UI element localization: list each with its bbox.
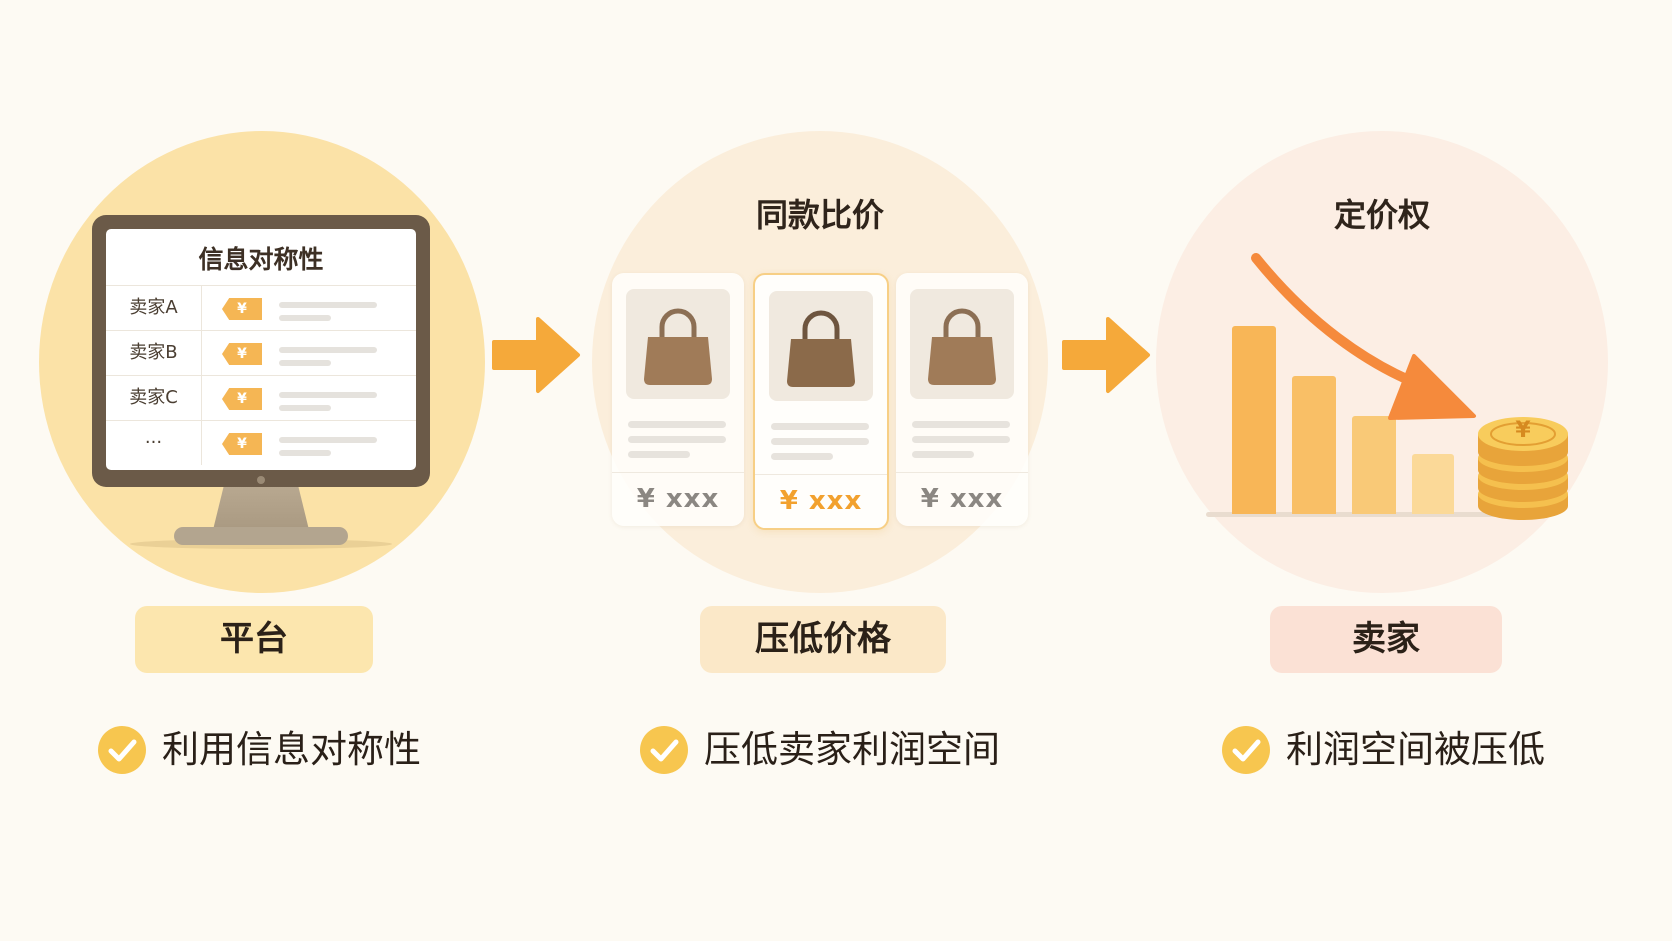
price-tag-icon: ¥ xyxy=(222,298,262,320)
placeholder-line xyxy=(279,437,377,443)
label-seller: 卖家 xyxy=(1270,606,1502,673)
product-image xyxy=(626,289,730,399)
coin-stack-icon xyxy=(1478,417,1568,520)
placeholder-line xyxy=(628,421,726,428)
product-price: ¥ xxx xyxy=(779,486,863,516)
trend-down-arrow-icon xyxy=(1251,253,1476,420)
seller-row: 卖家A ¥ xyxy=(106,285,416,330)
bar-2 xyxy=(1292,376,1336,514)
product-price: ¥ xxx xyxy=(920,484,1004,514)
chart-baseline xyxy=(1206,512,1546,517)
price-tag-icon: ¥ xyxy=(222,388,262,410)
product-card: ¥ xxx xyxy=(896,273,1028,526)
placeholder-line xyxy=(771,453,833,460)
monitor-power-dot xyxy=(257,476,265,484)
placeholder-line xyxy=(771,423,869,430)
compare-title: 同款比价 xyxy=(755,196,884,234)
placeholder-line xyxy=(771,438,869,445)
card-divider xyxy=(896,472,1028,473)
check-text: 压低卖家利润空间 xyxy=(704,728,1000,771)
placeholder-line xyxy=(279,405,331,411)
shopping-bag-icon xyxy=(644,308,712,385)
placeholder-line xyxy=(279,347,377,353)
seller-row: ··· ¥ xyxy=(106,420,416,465)
placeholder-line xyxy=(628,451,690,458)
placeholder-line xyxy=(279,360,331,366)
bar-1 xyxy=(1232,326,1276,514)
check-text: 利润空间被压低 xyxy=(1286,728,1545,771)
placeholder-line xyxy=(912,421,1010,428)
bar-3 xyxy=(1352,416,1396,514)
monitor-stand xyxy=(212,486,310,534)
seller-name: ··· xyxy=(106,421,202,465)
placeholder-line xyxy=(279,392,377,398)
placeholder-line xyxy=(279,315,331,321)
pricing-title: 定价权 xyxy=(1333,196,1430,234)
monitor-screen: 信息对称性 卖家A ¥ 卖家B ¥ 卖家C ¥ ··· ¥ xyxy=(106,229,416,470)
seller-name: 卖家C xyxy=(106,376,202,420)
card-divider xyxy=(612,472,744,473)
product-card-selected: ¥ xxx xyxy=(753,273,889,530)
placeholder-line xyxy=(912,436,1010,443)
check-text: 利用信息对称性 xyxy=(162,728,421,771)
label-lower-price: 压低价格 xyxy=(700,606,946,673)
placeholder-line xyxy=(912,451,974,458)
seller-name: 卖家B xyxy=(106,331,202,375)
product-price: ¥ xxx xyxy=(636,484,720,514)
product-image xyxy=(910,289,1014,399)
product-image xyxy=(769,291,873,401)
price-tag-icon: ¥ xyxy=(222,343,262,365)
label-platform: 平台 xyxy=(135,606,373,673)
card-divider xyxy=(755,474,887,475)
placeholder-line xyxy=(279,302,377,308)
seller-row: 卖家C ¥ xyxy=(106,375,416,420)
seller-row: 卖家B ¥ xyxy=(106,330,416,375)
placeholder-line xyxy=(279,450,331,456)
arrow-right-icon xyxy=(492,317,580,393)
check-circle-icon xyxy=(98,726,146,774)
monitor-base xyxy=(174,527,348,545)
check-circle-icon xyxy=(640,726,688,774)
arrow-right-icon xyxy=(1062,317,1150,393)
check-circle-icon xyxy=(1222,726,1270,774)
placeholder-line xyxy=(628,436,726,443)
product-card: ¥ xxx xyxy=(612,273,744,526)
seller-name: 卖家A xyxy=(106,286,202,330)
bar-4 xyxy=(1412,454,1454,514)
price-tag-icon: ¥ xyxy=(222,433,262,455)
coin-symbol: ¥ xyxy=(1515,418,1531,443)
screen-title: 信息对称性 xyxy=(198,245,324,274)
shopping-bag-icon xyxy=(787,310,855,387)
shopping-bag-icon xyxy=(928,308,996,385)
